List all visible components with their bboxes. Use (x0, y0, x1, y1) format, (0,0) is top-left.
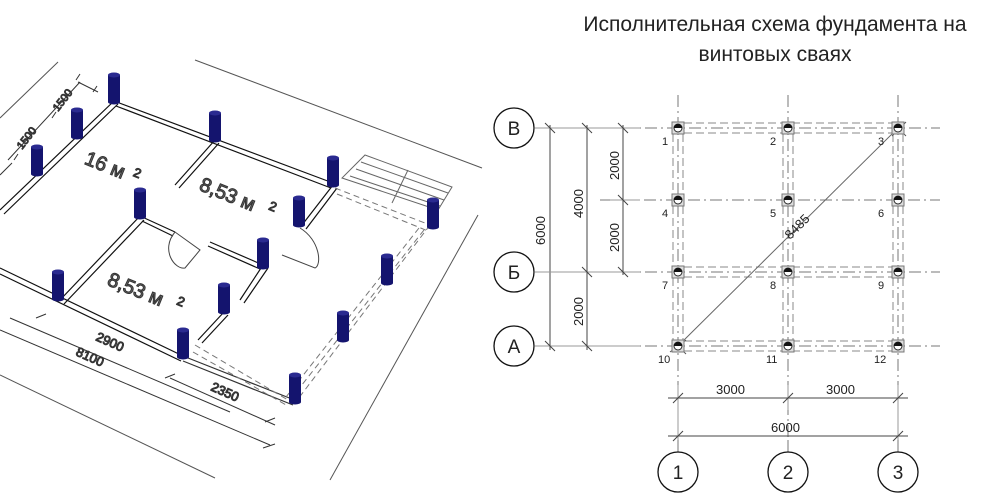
pile-number: 12 (874, 354, 886, 366)
screw-pile (71, 107, 83, 140)
screw-pile (289, 372, 301, 405)
plan-pile: 10 (658, 339, 685, 366)
svg-text:2: 2 (267, 198, 279, 215)
plan-pile: 1 (662, 121, 685, 148)
title-line-1: Исполнительная схема фундамента на (583, 13, 967, 36)
pile-number: 6 (878, 208, 884, 220)
screw-pile (381, 253, 393, 286)
plan-pile: 7 (662, 265, 685, 292)
room-label-853-b: 8,53 м 2 (104, 268, 188, 311)
plan-pile: 8 (770, 265, 795, 292)
pile-number: 2 (770, 136, 776, 148)
row-axis-label: Б (508, 263, 520, 284)
plan-pile: 9 (878, 265, 905, 292)
screw-pile (108, 72, 120, 105)
row-axis-label: В (508, 119, 521, 140)
screw-pile (134, 187, 146, 220)
pile-number: 10 (658, 354, 670, 366)
plan-pile: 6 (878, 193, 905, 220)
column-axis-label: 3 (893, 463, 904, 484)
iso-dim-8100: 8100 (74, 344, 107, 369)
isometric-view: 1500 1500 2900 8100 2350 16 м 2 8,53 м 2… (0, 59, 483, 481)
column-axis-label: 1 (673, 463, 684, 484)
row-axis-marker: А (493, 325, 535, 367)
svg-text:2: 2 (175, 293, 187, 310)
column-axis-marker: 2 (767, 440, 809, 493)
diagram-title: Исполнительная схема фундамента на винто… (540, 10, 1000, 70)
pile-number: 11 (766, 354, 777, 366)
column-axis-marker: 1 (657, 440, 699, 493)
dim-2000-lower: 2000 (571, 297, 586, 326)
screw-pile (293, 195, 305, 228)
pile-number: 5 (770, 208, 776, 220)
pile-number: 9 (878, 280, 884, 292)
screw-pile (257, 237, 269, 270)
plan-pile: 11 (766, 339, 795, 366)
walls (0, 100, 338, 406)
plan-pile: 3 (878, 121, 905, 148)
pile-number: 8 (770, 280, 776, 292)
pile-number: 3 (878, 136, 884, 148)
row-axis-marker: Б (493, 251, 535, 293)
iso-dimension-lines (0, 73, 276, 449)
plan-pile: 12 (874, 339, 905, 366)
screw-pile (31, 144, 43, 177)
screw-pile (177, 327, 189, 360)
plan-pile: 5 (770, 193, 795, 220)
svg-text:8,53 м: 8,53 м (104, 269, 166, 311)
horizontal-dimensions (668, 385, 908, 448)
plan-pile: 4 (662, 193, 685, 220)
diagonal-dimension: 8485 (782, 211, 813, 242)
svg-text:16 м: 16 м (81, 148, 128, 184)
dim-4000-vertical: 4000 (571, 189, 586, 218)
screw-pile (52, 269, 64, 302)
dim-3000-right: 3000 (826, 382, 855, 397)
room-label-853-a: 8,53 м 2 (196, 173, 280, 216)
diagonal-line (677, 127, 899, 347)
screw-pile (337, 310, 349, 343)
svg-text:2: 2 (131, 165, 143, 182)
dim-2000-upper-1: 2000 (607, 151, 622, 180)
plan-pile: 2 (770, 121, 795, 148)
dim-2000-upper-2: 2000 (607, 223, 622, 252)
pile-number: 4 (662, 208, 668, 220)
screw-piles (31, 72, 439, 405)
screw-pile (427, 197, 439, 230)
terrace-outline (192, 187, 431, 407)
room-label-16: 16 м 2 (81, 147, 144, 184)
dim-3000-left: 3000 (716, 382, 745, 397)
screw-pile (209, 110, 221, 143)
row-axis-marker: В (493, 107, 535, 149)
screw-pile (218, 282, 230, 315)
dim-6000-vertical: 6000 (533, 216, 548, 245)
row-axis-label: А (508, 337, 521, 358)
vertical-dimensions (535, 122, 640, 352)
title-line-2: винтовых сваях (698, 43, 852, 66)
row-axis-markers: В Б А (493, 107, 535, 367)
dim-6000-horizontal: 6000 (771, 420, 800, 435)
column-axis-marker: 3 (877, 440, 919, 493)
column-axis-label: 2 (783, 463, 794, 484)
pile-number: 7 (662, 280, 668, 292)
svg-text:8,53 м: 8,53 м (196, 174, 258, 216)
screw-pile (327, 155, 339, 188)
pile-number: 1 (662, 136, 668, 148)
column-axis-markers: 1 2 3 (657, 440, 919, 493)
